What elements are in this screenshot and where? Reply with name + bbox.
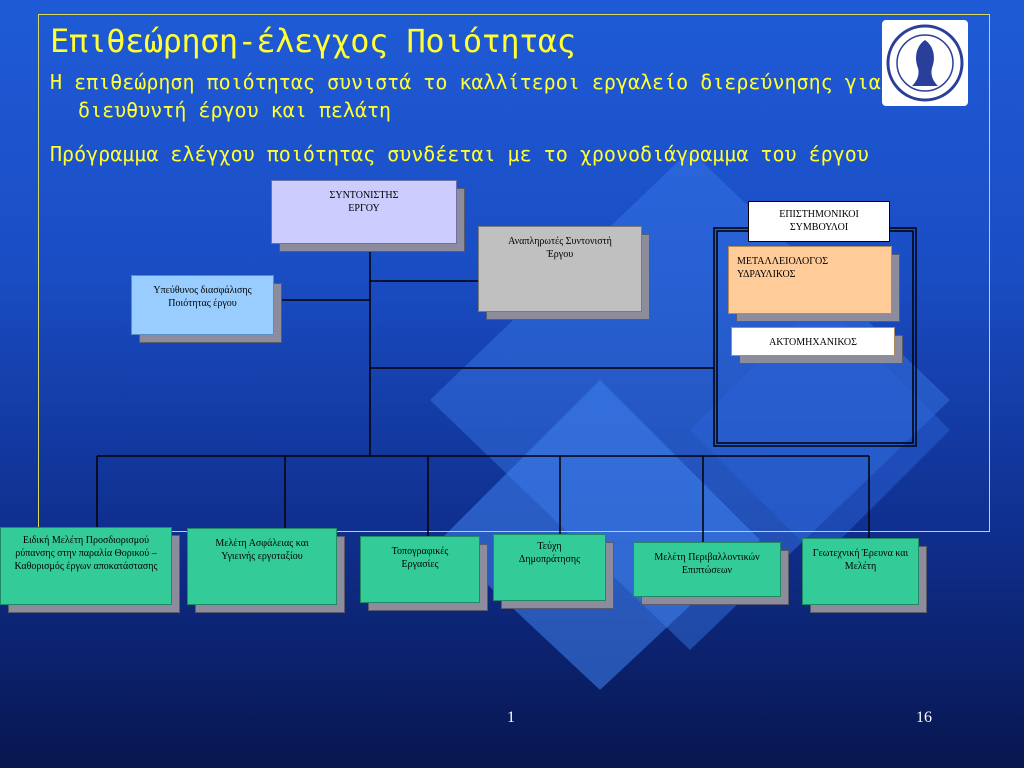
content-frame xyxy=(38,14,990,532)
unit-geotechnical-label: Γεωτεχνική Έρευνα και Μελέτη xyxy=(812,548,909,572)
advisors-header-label: ΕΠΙΣΤΗΜΟΝΙΚΟΙ ΣΥΜΒΟΥΛΟΙ xyxy=(779,209,859,233)
unit-pollution-study-box: Ειδική Μελέτη Προσδιορισμού ρύπανσης στη… xyxy=(0,527,172,605)
unit-environmental-study-label: Μελέτη Περιβαλλοντικών Επιπτώσεων xyxy=(654,552,760,576)
advisors-header-box: ΕΠΙΣΤΗΜΟΝΙΚΟΙ ΣΥΜΒΟΥΛΟΙ xyxy=(748,201,890,242)
coordinator-label: ΣΥΝΤΟΝΙΣΤΗΣ ΕΡΓΟΥ xyxy=(329,190,399,214)
page-number: 16 xyxy=(916,709,932,726)
unit-environmental-study-box: Μελέτη Περιβαλλοντικών Επιπτώσεων xyxy=(633,542,781,597)
unit-safety-study-box: Μελέτη Ασφάλειας και Υγιεινής εργοταξίου xyxy=(187,528,337,605)
qa-manager-label: Υπεύθυνος διασφάλισης Ποιότητας έργου xyxy=(153,285,252,309)
coordinator-box: ΣΥΝΤΟΝΙΣΤΗΣ ΕΡΓΟΥ xyxy=(271,180,457,244)
unit-tender-docs-box: Τεύχη Δημοπράτησης xyxy=(493,534,606,601)
qa-manager-box: Υπεύθυνος διασφάλισης Ποιότητας έργου xyxy=(131,275,274,335)
advisor-hydraulic-label: ΜΕΤΑΛΛΕΙΟΛΟΓΟΣ ΥΔΡΑΥΛΙΚΟΣ xyxy=(737,256,829,280)
unit-tender-docs-label: Τεύχη Δημοπράτησης xyxy=(518,541,581,565)
bullet-inspection: Η επιθεώρηση ποιότητας συνιστά το καλλίτ… xyxy=(50,70,881,122)
slide-title: Επιθεώρηση-έλεγχος Ποιότητας xyxy=(50,22,576,60)
logo xyxy=(882,20,968,106)
advisor-coastal-box: ΑΚΤΟΜΗΧΑΝΙΚΟΣ xyxy=(731,327,895,356)
unit-geotechnical-box: Γεωτεχνική Έρευνα και Μελέτη xyxy=(802,538,919,605)
ntua-seal-logo-icon xyxy=(886,24,964,102)
bullet-schedule: Πρόγραμμα ελέγχου ποιότητας συνδέεται με… xyxy=(50,142,869,166)
unit-topographic-label: Τοπογραφικές Εργασίες xyxy=(391,546,449,570)
advisor-coastal-label: ΑΚΤΟΜΗΧΑΝΙΚΟΣ xyxy=(769,337,857,348)
unit-topographic-box: Τοπογραφικές Εργασίες xyxy=(360,536,480,603)
unit-pollution-study-label: Ειδική Μελέτη Προσδιορισμού ρύπανσης στη… xyxy=(14,535,158,572)
unit-safety-study-label: Μελέτη Ασφάλειας και Υγιεινής εργοταξίου xyxy=(215,538,309,562)
deputy-coordinator-label: Αναπληρωτές Συντονιστή Έργου xyxy=(508,236,612,260)
page-indicator-left: 1 xyxy=(507,709,515,726)
advisor-hydraulic-box: ΜΕΤΑΛΛΕΙΟΛΟΓΟΣ ΥΔΡΑΥΛΙΚΟΣ xyxy=(728,246,892,314)
deputy-coordinator-box: Αναπληρωτές Συντονιστή Έργου xyxy=(478,226,642,312)
